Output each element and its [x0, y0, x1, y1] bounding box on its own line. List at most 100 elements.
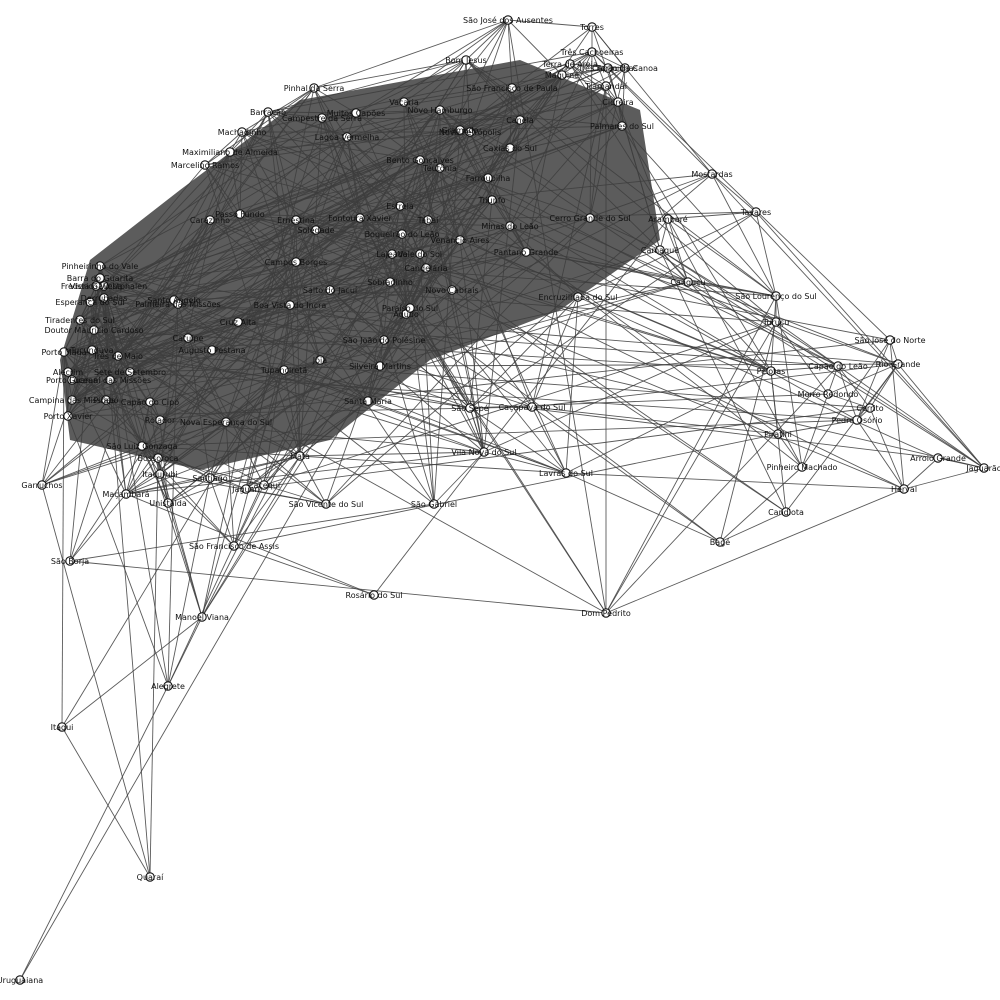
- graph-node: [503, 15, 513, 25]
- graph-edge: [459, 239, 829, 395]
- node-label: Caçapava do Sul: [499, 403, 566, 412]
- node-label: Palmeira das Missões: [135, 300, 220, 309]
- node-label: Machadinho: [218, 128, 267, 137]
- graph-edge: [401, 85, 607, 235]
- graph-edge: [355, 59, 467, 114]
- graph-node: [479, 447, 489, 457]
- graph-node: [885, 335, 895, 345]
- graph-edge: [329, 281, 391, 291]
- graph-edge: [425, 267, 485, 453]
- node-label: Boa Vista do Incra: [254, 301, 327, 310]
- graph-edge: [241, 131, 321, 361]
- graph-node: [507, 83, 517, 93]
- graph-node: [515, 115, 525, 125]
- node-label: Soledade: [297, 226, 334, 235]
- graph-node: [163, 681, 173, 691]
- graph-node: [505, 221, 515, 231]
- graph-edge: [99, 136, 348, 267]
- graph-edge: [315, 125, 623, 231]
- graph-edge: [315, 229, 393, 255]
- graph-edge: [263, 304, 291, 486]
- graph-edge: [325, 217, 591, 505]
- graph-edge: [403, 74, 563, 103]
- graph-node: [415, 155, 425, 165]
- graph-edge: [204, 119, 521, 166]
- graph-node: [395, 201, 405, 211]
- node-label: Itaqui: [51, 723, 74, 732]
- graph-edge: [401, 109, 441, 235]
- graph-edge: [433, 129, 461, 505]
- graph-edge: [117, 303, 179, 357]
- node-label: São José dos Ausentes: [463, 15, 553, 25]
- graph-edge: [409, 307, 435, 505]
- node-label: Passo Fundo: [215, 210, 265, 219]
- graph-node: [291, 215, 301, 225]
- graph-edge: [267, 59, 467, 113]
- node-label: Porto Xavier: [44, 412, 94, 421]
- node-label: Rio Grande: [876, 360, 921, 369]
- graph-edge: [63, 304, 291, 353]
- graph-edge: [459, 129, 493, 201]
- graph-edge: [201, 87, 315, 618]
- node-label: Ernestina: [277, 216, 315, 225]
- graph-edge: [465, 19, 509, 61]
- graph-edge: [401, 199, 493, 235]
- graph-edge: [383, 239, 461, 341]
- node-label: Tucunduva: [69, 346, 113, 355]
- graph-edge: [129, 371, 858, 421]
- graph-edge: [204, 164, 291, 306]
- graph-edge: [71, 219, 297, 401]
- graph-edge: [103, 129, 461, 287]
- graph-edge: [237, 321, 839, 367]
- graph-edge: [19, 119, 521, 981]
- graph-edge: [209, 477, 265, 486]
- graph-node: [865, 403, 875, 413]
- graph-node: [285, 300, 295, 310]
- graph-edge: [770, 365, 839, 372]
- graph-edge: [659, 249, 772, 372]
- graph-edge: [801, 339, 891, 468]
- graph-edge: [605, 321, 777, 614]
- graph-node: [833, 361, 843, 371]
- graph-edge: [149, 457, 159, 878]
- graph-edge: [67, 379, 111, 417]
- node-label: Mata: [290, 452, 310, 461]
- node-label: Capão do Cipó: [121, 397, 179, 407]
- graph-edge: [91, 349, 107, 401]
- graph-edge: [591, 26, 713, 175]
- graph-node: [397, 229, 407, 239]
- graph-edge: [159, 253, 421, 421]
- graph-edge: [355, 112, 839, 367]
- graph-edge: [225, 117, 323, 423]
- graph-edge: [89, 164, 206, 303]
- graph-edge: [591, 51, 626, 69]
- graph-node: [979, 463, 989, 473]
- node-label: Maquiné: [545, 70, 579, 80]
- graph-edge: [419, 63, 571, 161]
- graph-edge: [225, 369, 285, 423]
- node-label: Vila Nova do Sul: [451, 448, 516, 457]
- graph-edge: [241, 131, 527, 253]
- node-label: Arroio Grande: [910, 454, 966, 463]
- graph-edge: [239, 119, 521, 215]
- graph-edge: [229, 109, 441, 153]
- graph-edge: [667, 218, 777, 297]
- graph-node: [487, 195, 497, 205]
- graph-node: [85, 297, 95, 307]
- node-label: Lavras do Sul: [539, 469, 593, 478]
- graph-node: [237, 127, 247, 137]
- graph-edge: [785, 363, 899, 513]
- graph-edge: [313, 87, 357, 114]
- graph-edge: [409, 307, 721, 543]
- graph-edge: [856, 339, 891, 421]
- graph-edge: [491, 199, 839, 367]
- graph-edge: [41, 484, 151, 878]
- graph-node: [447, 285, 457, 295]
- graph-edge: [329, 289, 385, 341]
- graph-edge: [295, 229, 317, 263]
- graph-edge: [229, 151, 241, 215]
- graph-node: [200, 160, 210, 170]
- graph-edge: [856, 419, 905, 490]
- graph-edge: [775, 321, 829, 395]
